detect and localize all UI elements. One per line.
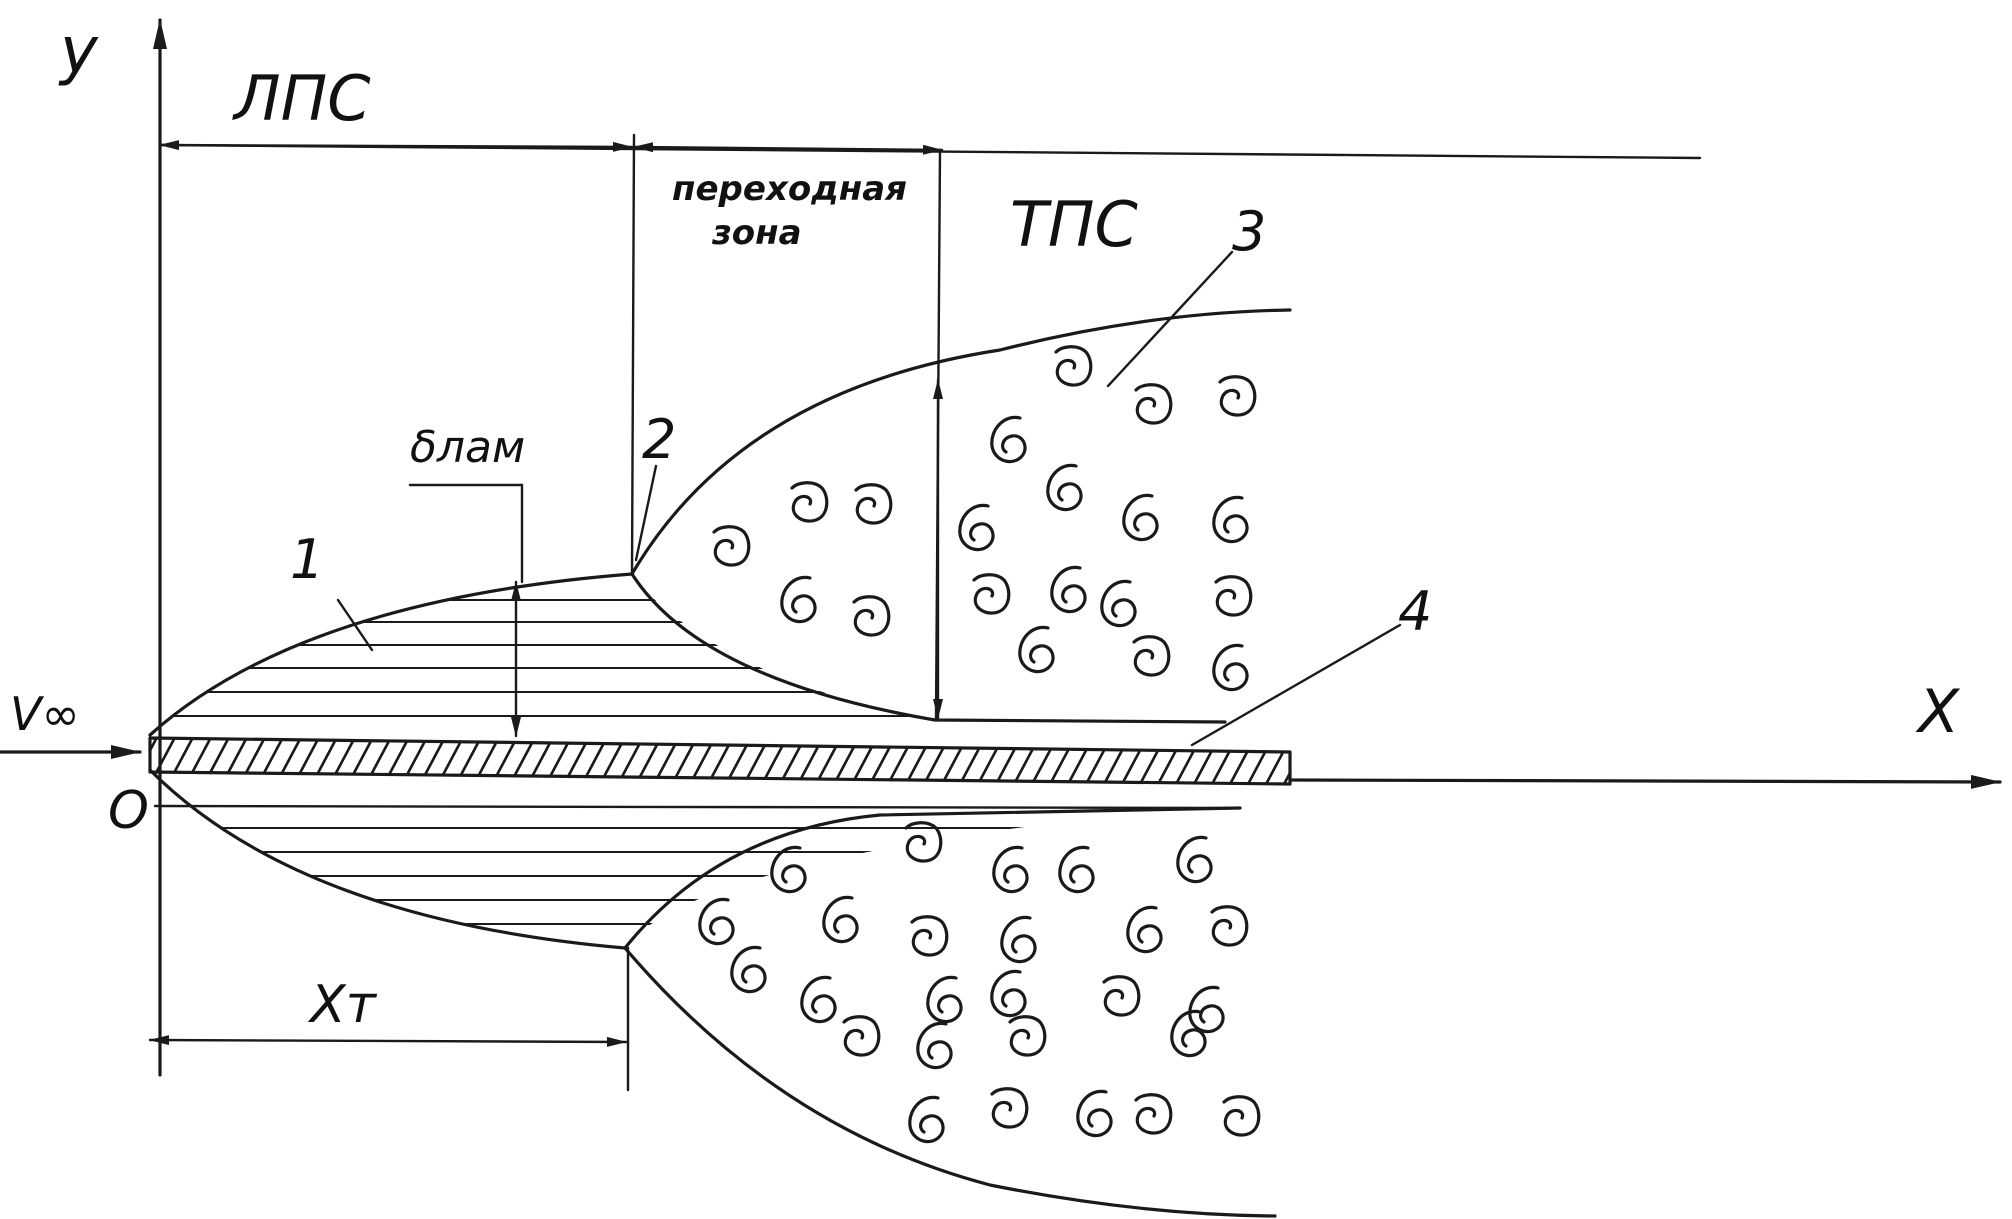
- turbulent-edge-upper: [630, 308, 1292, 576]
- y-axis-label: у: [58, 14, 99, 88]
- x-axis-label: Х: [1915, 677, 1961, 747]
- callout-4: 4: [1398, 580, 1432, 643]
- turbulent-zone-label: ТПС: [1010, 188, 1138, 261]
- laminar-zone-label: ЛПС: [232, 62, 371, 135]
- laminar-hatching-lower: [150, 827, 1235, 925]
- freestream-velocity-label: V∞: [10, 687, 80, 741]
- laminar-thickness-label: δлам: [410, 422, 525, 473]
- transition-inner-upper: [630, 572, 1227, 724]
- flat-plate: [148, 736, 1292, 786]
- transition-zone-label-line1: переходная: [672, 169, 907, 209]
- turbulent-eddies-lower: [698, 821, 1261, 1144]
- callout-3-leader: [1106, 250, 1234, 388]
- transition-x-label: Хт: [307, 975, 378, 1035]
- laminar-edge-lower: [148, 768, 627, 950]
- transition-zone-label-line2: зона: [711, 213, 802, 253]
- callout-1-leader: [336, 598, 374, 652]
- laminar-edge-upper: [148, 572, 634, 737]
- callout-2: 2: [642, 408, 676, 471]
- origin-label: О: [108, 781, 149, 841]
- transition-dimension: [632, 142, 944, 155]
- callout-1: 1: [290, 528, 324, 591]
- turbulent-eddies-upper: [712, 345, 1257, 692]
- turbulent-edge-lower: [623, 946, 1277, 1218]
- laminar-end-tick: [630, 133, 636, 575]
- callout-3: 3: [1232, 200, 1266, 263]
- x-axis: [1288, 774, 2002, 789]
- viscous-sublayer-lower: [153, 804, 1237, 810]
- transition-x-dimension: [148, 1035, 628, 1047]
- laminar-dimension: [158, 140, 634, 152]
- transition-inner-lower: [623, 806, 1242, 950]
- laminar-hatching-upper: [150, 599, 940, 717]
- callout-2-leader: [634, 464, 658, 562]
- callout-4-leader: [1190, 623, 1402, 747]
